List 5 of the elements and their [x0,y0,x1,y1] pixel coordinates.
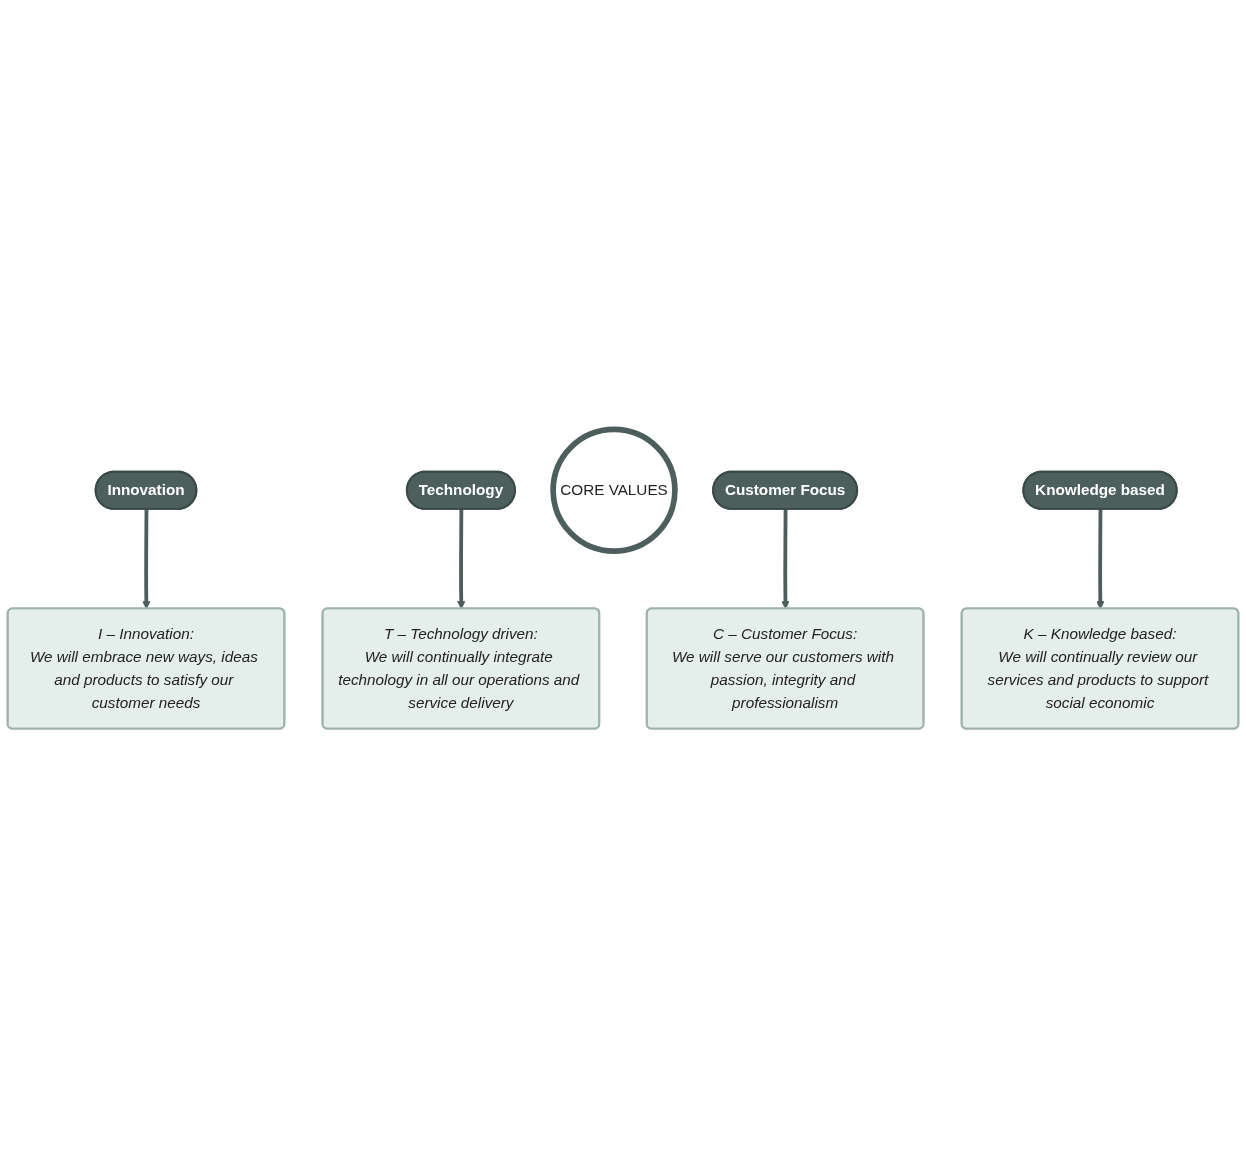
arrow [781,509,790,610]
arrow [142,509,151,610]
arrow [1096,509,1105,610]
node-circle: CORE VALUES [550,426,678,554]
arrow [457,509,466,610]
